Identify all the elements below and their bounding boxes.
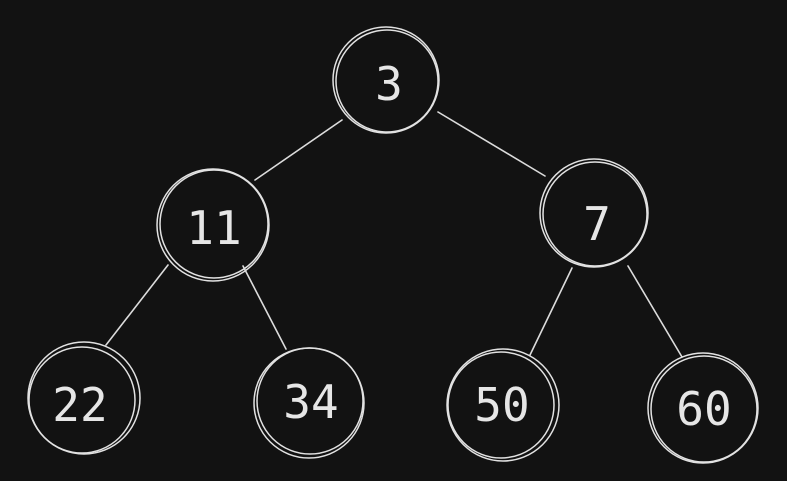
tree-node-right-right: 60 xyxy=(647,352,759,464)
tree-node-left: 11 xyxy=(156,168,270,282)
node-label-right-left: 50 xyxy=(474,378,529,432)
edge-right-right-left xyxy=(529,267,573,356)
tree-node-root: 3 xyxy=(332,26,440,134)
edge-left-left-left xyxy=(105,264,169,346)
tree-edges xyxy=(105,111,683,358)
edge-left-left-right xyxy=(242,265,287,350)
node-label-root: 3 xyxy=(375,57,403,111)
node-label-left: 11 xyxy=(186,201,241,255)
tree-node-left-left: 22 xyxy=(27,341,141,455)
edge-right-right-right xyxy=(627,265,683,358)
edge-root-right xyxy=(437,111,546,177)
tree-node-right: 7 xyxy=(539,158,649,268)
node-label-right-right: 60 xyxy=(676,382,731,436)
node-label-left-left: 22 xyxy=(52,378,107,432)
tree-node-left-right: 34 xyxy=(253,347,365,459)
edge-root-left xyxy=(254,119,343,181)
tree-node-right-left: 50 xyxy=(446,348,560,462)
node-label-left-right: 34 xyxy=(283,375,338,429)
node-label-right: 7 xyxy=(583,197,611,251)
